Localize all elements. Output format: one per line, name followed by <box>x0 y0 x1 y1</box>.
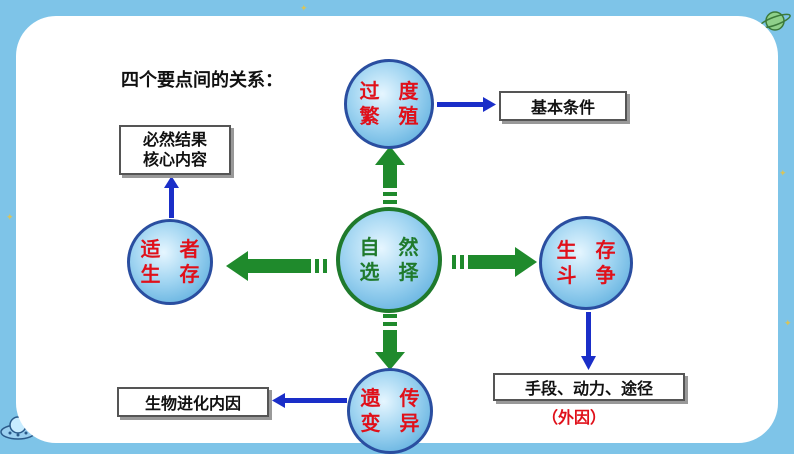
star-icon: ✦ <box>784 319 792 329</box>
node-overproduction: 过 度 繁 殖 <box>344 59 434 149</box>
box-basic-condition-label: 基本条件 <box>530 98 595 117</box>
node-struggle-line1: 生 存 <box>556 238 622 262</box>
node-natural-selection: 自 然 选 择 <box>336 207 442 313</box>
node-heredity-variation: 遗 传 变 异 <box>347 368 433 454</box>
box-result-line2: 核心内容 <box>142 150 207 169</box>
node-struggle-for-existence: 生 存 斗 争 <box>539 216 633 310</box>
box-means-label: 手段、动力、途径 <box>524 379 653 398</box>
arrow-left-green <box>226 251 327 281</box>
box-basic-condition: 基本条件 <box>499 91 627 121</box>
node-heredity-line1: 遗 传 <box>360 386 426 410</box>
node-survival-line1: 适 者 <box>140 237 206 261</box>
arrow-down-blue <box>581 312 596 370</box>
external-cause-label: （外因） <box>542 408 607 427</box>
node-natural-selection-line2: 选 择 <box>359 260 425 284</box>
node-heredity-line2: 变 异 <box>360 411 426 435</box>
node-survival-line2: 生 存 <box>140 262 206 286</box>
node-survival-of-fittest: 适 者 生 存 <box>127 219 213 305</box>
node-natural-selection-line1: 自 然 <box>359 235 425 259</box>
arrow-right-blue <box>437 97 496 112</box>
star-icon: ✦ <box>300 4 308 14</box>
arrow-up-green <box>375 146 405 204</box>
box-result-line1: 必然结果 <box>142 130 207 149</box>
arrow-right-green <box>452 247 537 277</box>
box-inevitable-result: 必然结果 核心内容 <box>119 125 231 175</box>
node-struggle-line2: 斗 争 <box>556 263 622 287</box>
arrow-up-blue <box>164 176 179 218</box>
node-overproduction-line2: 繁 殖 <box>359 104 425 128</box>
arrow-down-green <box>375 314 405 370</box>
diagram-heading: 四个要点间的关系： <box>121 70 283 91</box>
node-overproduction-line1: 过 度 <box>359 79 425 103</box>
star-icon: ✦ <box>6 213 14 223</box>
arrow-left-blue <box>272 393 347 408</box>
box-internal-cause: 生物进化内因 <box>117 387 269 417</box>
star-icon: ✦ <box>779 169 787 179</box>
box-internal-cause-label: 生物进化内因 <box>144 394 241 413</box>
box-means-driver-path: 手段、动力、途径 <box>493 373 685 401</box>
